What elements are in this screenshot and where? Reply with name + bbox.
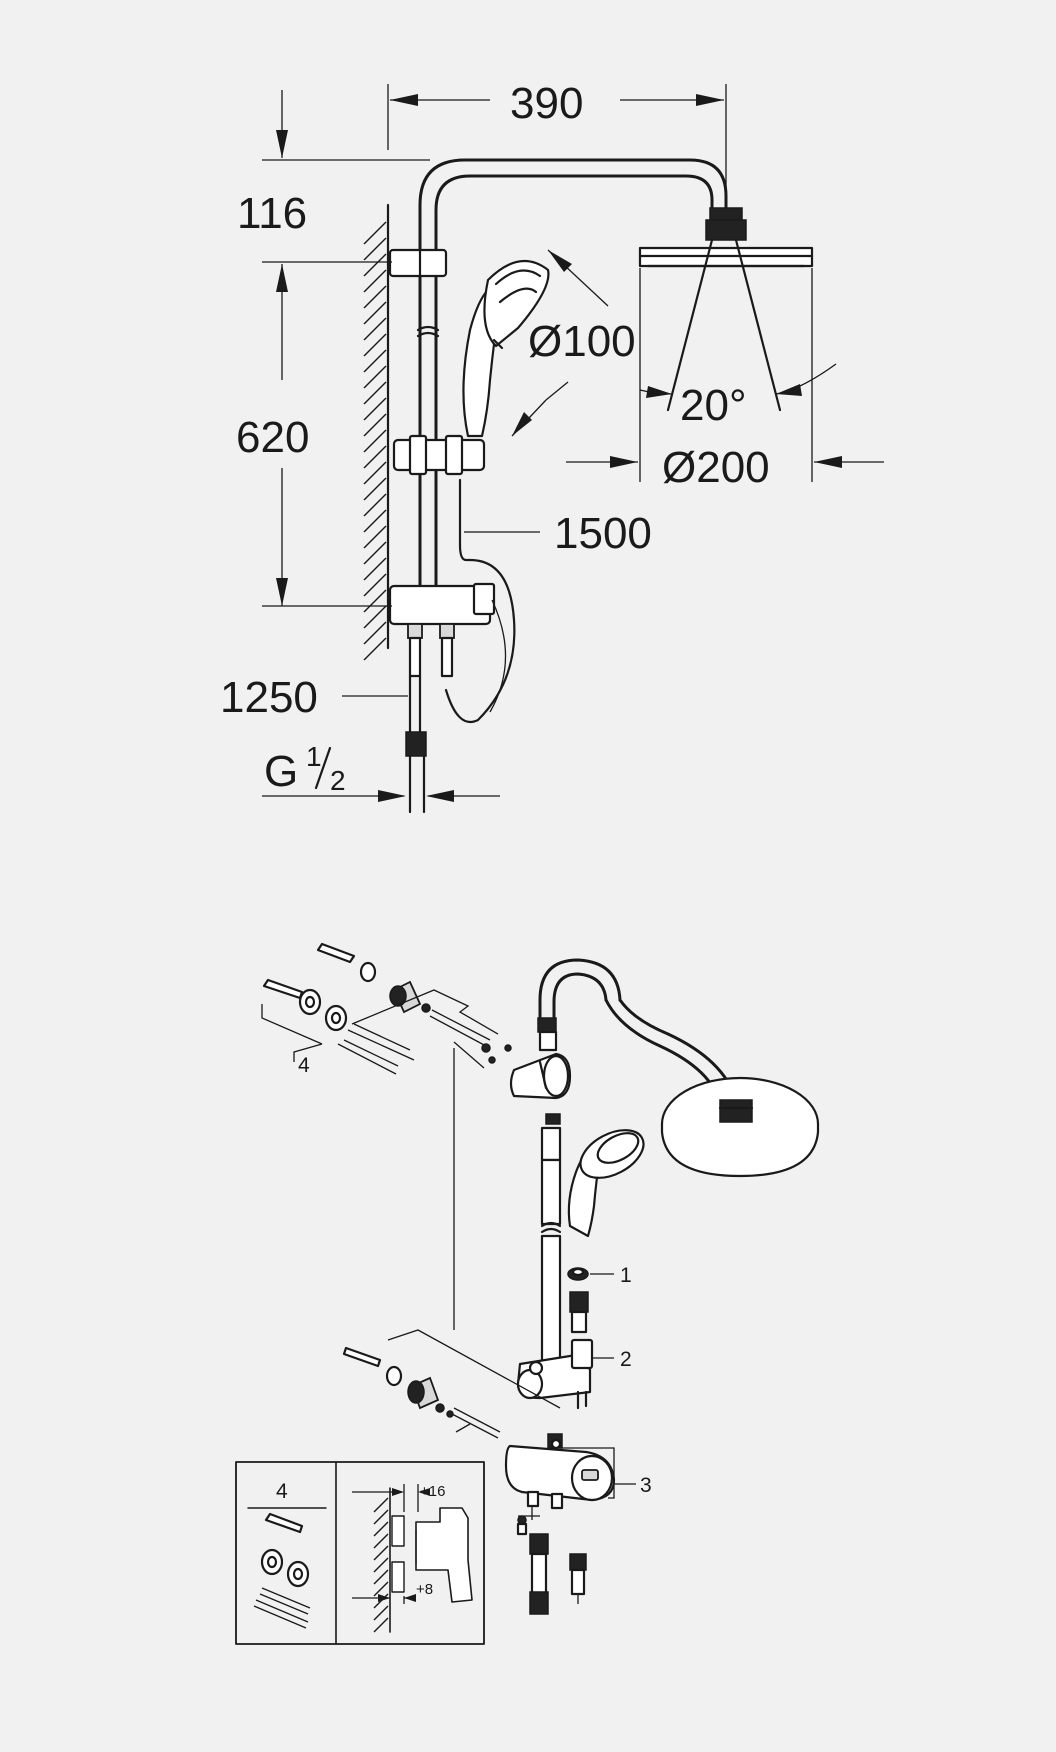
dim-rail-height: 620: [236, 413, 309, 462]
wall-hatch-line: [373, 1569, 389, 1585]
wall-hatch-line: [373, 1605, 389, 1621]
riser-rail: [388, 158, 728, 678]
inset-kit-label: 4: [276, 1480, 288, 1503]
inset-offset-top: +16: [420, 1483, 445, 1500]
wall-hatch-line: [373, 1581, 389, 1597]
wall-hatch-line: [363, 429, 387, 453]
wall-hatch-line: [363, 621, 387, 645]
wall-hatch-line: [363, 525, 387, 549]
wall-hatch-line: [363, 573, 387, 597]
wall-hatch-line: [363, 605, 387, 629]
callout-2: 2: [620, 1348, 632, 1371]
head-shower: [638, 207, 814, 412]
wall-hatch-line: [363, 589, 387, 613]
dim-connection-prefix: G: [264, 747, 298, 796]
dim-hose-length: 1500: [554, 509, 652, 558]
wall-hatch-line: [363, 253, 387, 277]
dim-top-offset: 116: [237, 189, 307, 238]
inset-offset-bottom: +8: [416, 1581, 433, 1598]
exploded-rail: [516, 958, 820, 1410]
wall-hatch-line: [363, 413, 387, 437]
dim-connection: G 1 2: [264, 741, 346, 796]
bottom-mounting-parts: [342, 1329, 636, 1615]
callout-4: 4: [298, 1054, 310, 1077]
hand-shower: [462, 260, 550, 438]
wall-hatch-line: [373, 1497, 389, 1513]
dim-handshower-diameter: Ø100: [528, 317, 636, 366]
top-mounting-parts: [261, 942, 572, 1330]
wall-hatch-line: [373, 1617, 389, 1633]
wall-hatch-line: [363, 477, 387, 501]
inset-kit: [253, 1512, 311, 1629]
wall-hatch-line: [373, 1521, 389, 1537]
hose: [444, 478, 516, 723]
callout-1: 1: [620, 1264, 632, 1287]
dim-spray-angle: 20°: [680, 381, 747, 430]
wall-hatch-line: [363, 637, 387, 661]
wall-hatch-line: [363, 445, 387, 469]
wall-hatch-line: [363, 349, 387, 373]
dim-connection-denominator: 2: [330, 765, 346, 796]
inset-wall-detail: [352, 1484, 473, 1633]
wall-hatch-line: [363, 381, 387, 405]
dimension-drawing: 390 116 620 Ø100 20° Ø200 1500 1250 G 1 …: [220, 79, 884, 814]
wall-hatch-line: [373, 1545, 389, 1561]
wall-hatch-line: [363, 221, 387, 245]
dimension-lines: [262, 84, 884, 802]
wall-hatch-line: [363, 557, 387, 581]
wall-hatch-line: [363, 397, 387, 421]
wall-hatch-line: [363, 317, 387, 341]
wall-hatch-line: [363, 269, 387, 293]
wall-hatch-line: [363, 365, 387, 389]
wall-hatch-line: [363, 301, 387, 325]
wall-hatch-line: [363, 237, 387, 261]
wall: [363, 203, 390, 661]
dim-connection-numerator: 1: [306, 741, 322, 772]
exploded-view: 4: [235, 942, 820, 1645]
wall-hatch-line: [363, 333, 387, 357]
wall-hatch-line: [363, 493, 387, 517]
dim-arm-length: 1250: [220, 673, 318, 722]
wall-hatch-line: [363, 285, 387, 309]
dim-width: 390: [510, 79, 583, 128]
wall-hatch-line: [373, 1509, 389, 1525]
wall-hatch-line: [363, 461, 387, 485]
wall-hatch-line: [373, 1557, 389, 1573]
dim-headshower-diameter: Ø200: [662, 443, 770, 492]
callout-3: 3: [640, 1474, 652, 1497]
wall-hatch-line: [363, 509, 387, 533]
wall-hatch-line: [373, 1533, 389, 1549]
inlet-pipe: [405, 674, 427, 814]
wall-hatch-line: [363, 541, 387, 565]
inset-box: [235, 1461, 485, 1645]
